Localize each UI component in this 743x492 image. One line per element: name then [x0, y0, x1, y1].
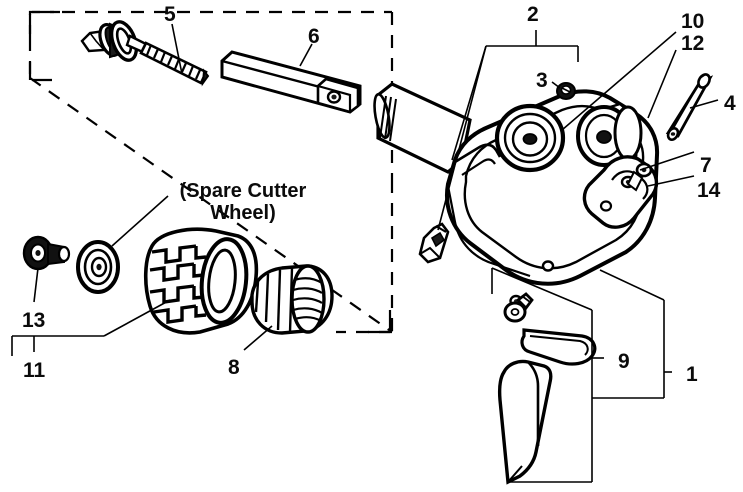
leader-lines [11, 23, 719, 483]
part-14-cutter-wheel-pin [635, 162, 653, 178]
callout-1: 1 [686, 363, 698, 386]
callout-3: 3 [536, 69, 548, 92]
callout-8: 8 [228, 356, 240, 379]
dashed-kit-corner-accents [28, 10, 392, 334]
part-10-roller-left [494, 103, 566, 173]
part-3-small-set-screw [556, 82, 576, 100]
part-4-roller-pin [665, 73, 714, 141]
part-5-feed-screw-assembly [80, 20, 210, 87]
callout-10: 10 [681, 10, 705, 33]
callout-9: 9 [618, 350, 630, 373]
part-9-reamer-blade [497, 359, 553, 485]
callout-12: 12 [681, 32, 705, 55]
part-9-spring-clip [520, 328, 597, 366]
callout-14: 14 [697, 179, 721, 202]
part-13-cutter-wheel-bolt [22, 235, 71, 271]
part-8-threaded-collar-nut [250, 264, 334, 335]
hex-head-bolt [418, 222, 450, 264]
part-12-roller-right [576, 102, 643, 170]
callout-13: 13 [22, 309, 46, 332]
spare-cutter-wheel-disc [76, 240, 120, 294]
callout-7: 7 [700, 154, 712, 177]
part-9-small-screw [503, 292, 534, 323]
callout-5: 5 [164, 3, 176, 26]
spare-cutter-wheel-annotation: (Spare Cutter Wheel) [179, 180, 307, 224]
callout-4: 4 [724, 92, 736, 115]
callout-2: 2 [527, 3, 539, 26]
callout-11: 11 [23, 359, 46, 382]
part-11-knurled-feed-knob [143, 227, 259, 335]
part-6-slide-bar [220, 50, 362, 114]
callout-6: 6 [308, 25, 320, 48]
